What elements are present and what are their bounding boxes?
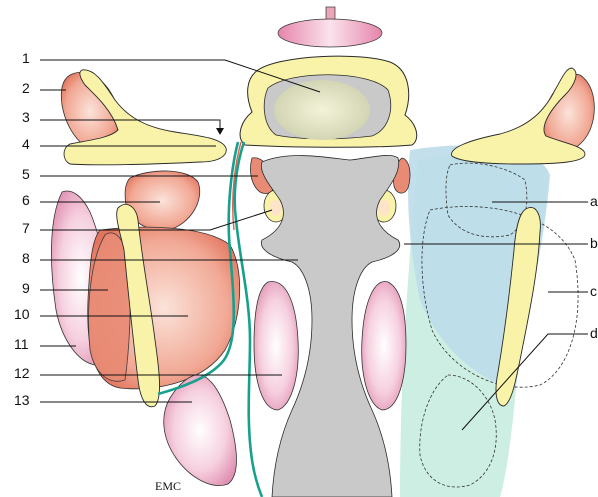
- label-5: 5: [22, 166, 30, 182]
- label-12: 12: [14, 365, 30, 381]
- label-11: 11: [14, 336, 29, 352]
- label-8: 8: [22, 250, 30, 266]
- label-3: 3: [22, 109, 30, 125]
- label-13: 13: [14, 392, 30, 408]
- muscle-13: [164, 375, 237, 486]
- label-b: b: [590, 235, 598, 251]
- label-10: 10: [14, 306, 30, 322]
- spinal-cord: [274, 80, 370, 140]
- label-1: 1: [22, 50, 30, 66]
- cartilage-right-inner: [378, 200, 390, 216]
- muscle-12: [254, 282, 298, 410]
- emc-watermark: EMC: [155, 479, 181, 493]
- label-4: 4: [22, 136, 30, 152]
- top-pink-disc: [278, 19, 382, 47]
- label-6: 6: [22, 192, 30, 208]
- label-c: c: [590, 283, 597, 299]
- label-d: d: [590, 325, 598, 341]
- muscle-right-oval: [362, 282, 406, 410]
- label-2: 2: [22, 80, 30, 96]
- label-7: 7: [22, 220, 30, 236]
- leader-3-arrowhead: [216, 128, 224, 135]
- cartilage-7-inner: [270, 200, 282, 216]
- label-9: 9: [22, 280, 30, 296]
- label-a: a: [590, 193, 598, 209]
